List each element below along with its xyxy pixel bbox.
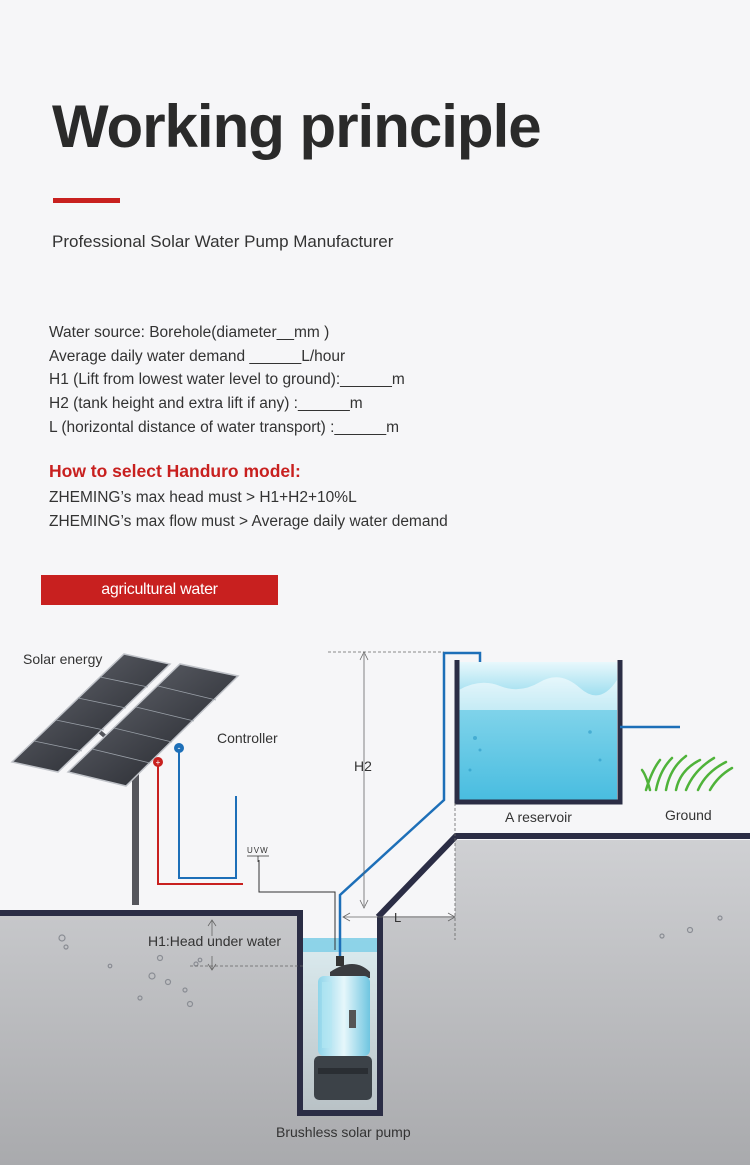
page-subtitle: Professional Solar Water Pump Manufactur… <box>52 232 394 251</box>
spec-daily-demand: Average daily water demand ______L/hour <box>49 347 346 365</box>
label-h2: H2 <box>354 758 372 774</box>
ground-body <box>0 840 750 1165</box>
spec-water-source: Water source: Borehole(diameter__mm ) <box>49 324 330 341</box>
grass-icon <box>640 754 734 792</box>
svg-text:-: - <box>178 743 181 753</box>
rule-max-flow: ZHEMING’s max flow must > Average daily … <box>49 513 448 530</box>
controller-wiring <box>157 750 336 950</box>
specs-list: Water source: Borehole(diameter__mm ) Av… <box>49 321 405 440</box>
spec-h2: H2 (tank height and extra lift if any) :… <box>49 395 363 413</box>
l-dimension <box>342 803 456 940</box>
label-h1: H1:Head under water <box>148 933 281 949</box>
spec-l: L (horizontal distance of water transpor… <box>49 418 400 436</box>
svg-text:+: + <box>156 758 161 767</box>
label-reservoir: A reservoir <box>505 809 572 825</box>
spec-h1: H1 (Lift from lowest water level to grou… <box>49 371 405 389</box>
positive-terminal-icon: + <box>153 757 163 767</box>
page-title: Working principle <box>52 93 542 160</box>
working-principle-diagram: + - Solar energy Controller H2 A reservo… <box>0 620 750 1165</box>
label-l: L <box>394 910 401 925</box>
title-accent-line <box>53 198 120 203</box>
label-solar-energy: Solar energy <box>23 651 102 667</box>
water-delivery-pipe <box>338 651 482 958</box>
negative-terminal-icon: - <box>174 743 184 753</box>
rule-max-head: ZHEMING’s max head must > H1+H2+10%L <box>49 489 357 506</box>
h1-dimension <box>190 919 303 971</box>
submersible-pump-icon <box>314 956 372 1100</box>
selection-title: How to select Handuro model: <box>49 461 301 481</box>
solar-panel-icon <box>10 653 240 787</box>
selection-rules: ZHEMING’s max head must > H1+H2+10%L ZHE… <box>49 486 448 534</box>
reservoir-tank <box>454 660 623 805</box>
label-uvw: UVW <box>247 846 269 855</box>
label-pump: Brushless solar pump <box>276 1124 411 1140</box>
diagram-svg: + - Solar energy Controller H2 A reservo… <box>0 651 750 1165</box>
agricultural-water-badge: agricultural water <box>41 575 278 605</box>
label-controller: Controller <box>217 730 278 746</box>
ground-outline <box>0 833 750 1116</box>
label-ground: Ground <box>665 807 712 823</box>
h2-dimension <box>328 651 444 909</box>
ground-bubbles <box>58 915 723 1008</box>
